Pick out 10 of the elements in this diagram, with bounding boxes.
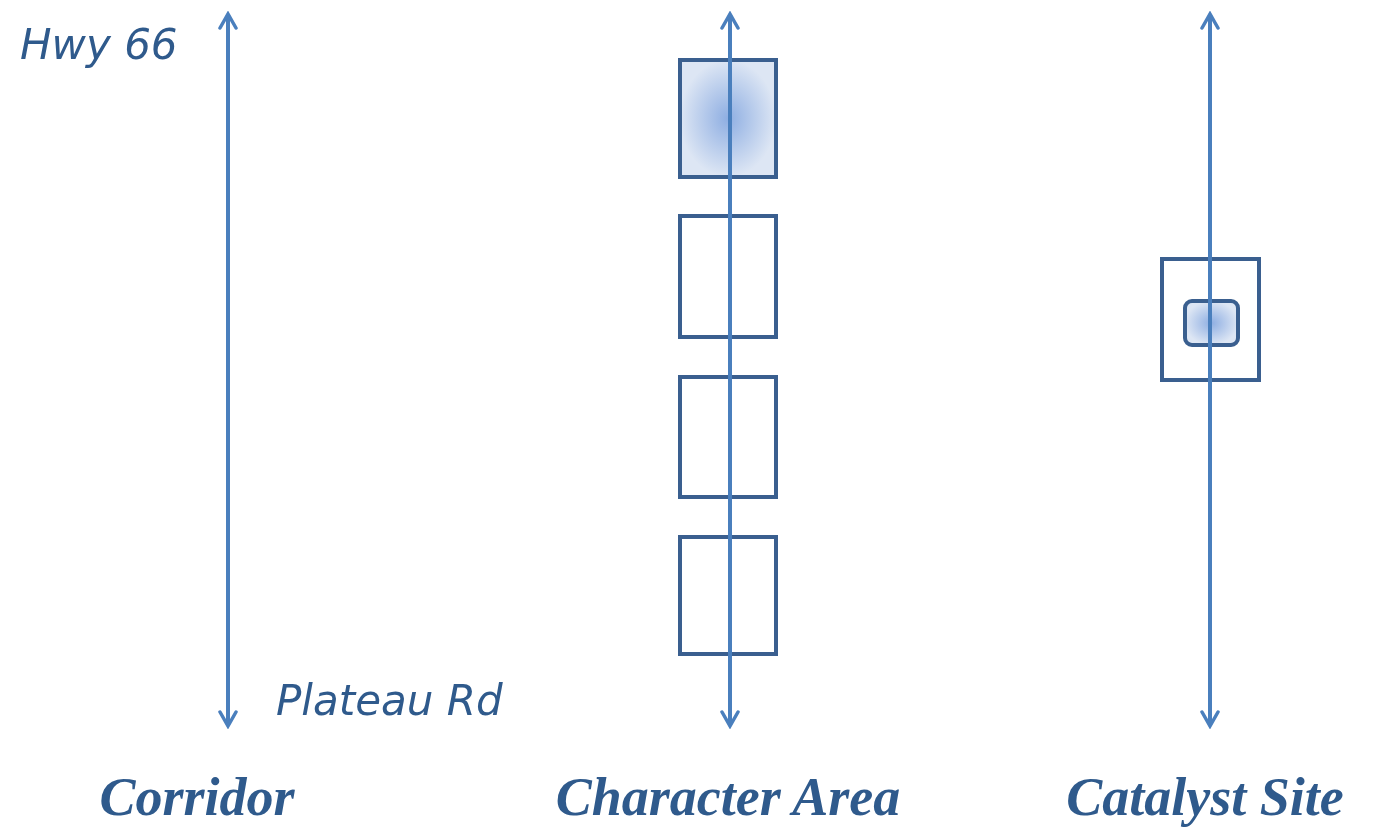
road-name: Plateau Rd	[276, 680, 503, 722]
road-name: Hwy 66	[20, 24, 178, 66]
concept-title: Character Area	[555, 770, 901, 824]
outline-box	[678, 214, 778, 339]
inner-box	[1183, 299, 1240, 347]
concept-title: Corridor	[99, 770, 295, 824]
outline-box	[1160, 257, 1261, 382]
shaded-box	[678, 58, 778, 179]
outline-box	[678, 375, 778, 499]
outline-box	[678, 535, 778, 656]
